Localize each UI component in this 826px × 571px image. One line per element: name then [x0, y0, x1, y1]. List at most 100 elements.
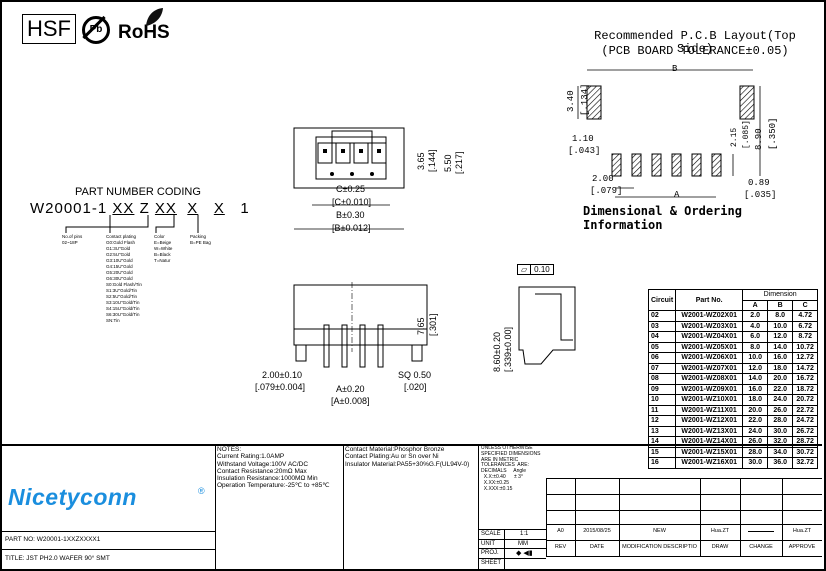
- part-no-cell: W2001-WZ09X01: [675, 383, 744, 395]
- pad-right: [739, 85, 755, 120]
- front-h2: 5.50: [443, 154, 453, 172]
- material-line: Contact Plating:Au or Sn over Ni: [345, 453, 439, 461]
- flatness-icon: ▱: [518, 265, 532, 274]
- part-no-cell: W2001-WZ02X01: [675, 310, 744, 322]
- part-no-cell: W2001-WZ04X01: [675, 331, 744, 343]
- flatness-value: 0.10: [534, 265, 550, 274]
- date-value: 2015/08/25: [583, 528, 611, 534]
- dim-c-cell: 8.72: [792, 331, 819, 343]
- rev-col-3: [619, 478, 620, 556]
- code-prefix: W20001-1: [30, 200, 108, 217]
- dim-a-cell: 30.0: [742, 457, 769, 469]
- dim-pitch-in: [.079]: [590, 186, 623, 196]
- front-view-drawing: [293, 127, 405, 230]
- proj-row: [478, 548, 546, 549]
- code-color: X: [187, 200, 199, 217]
- part-no-cell: W2001-WZ08X01: [675, 373, 744, 385]
- dim-b-cell: 8.0: [767, 310, 794, 322]
- proj-label: PROJ.: [481, 550, 499, 556]
- front-h1: 3.65: [416, 152, 426, 170]
- note-line: Current Rating:1.0AMP: [217, 453, 285, 461]
- code-plating: XX: [154, 200, 177, 217]
- rev-row-1: [546, 478, 822, 479]
- rev-row-3: [546, 510, 822, 511]
- notes-divider: [215, 444, 216, 569]
- circuit-cell: 05: [647, 341, 677, 353]
- part-no-cell: W2001-WZ16X01: [675, 457, 744, 469]
- pb-label: Pb: [89, 24, 103, 35]
- color-option: E=Beige: [154, 240, 172, 245]
- part-no-cell: W2001-WZ03X01: [675, 320, 744, 332]
- desc-header: MODIFICATION DESCRIPTIO: [622, 544, 697, 550]
- nicetyconn-logo: Nicetyconn: [8, 484, 137, 510]
- dim-a-cell: 20.0: [742, 404, 769, 416]
- material-line: Contact Material:Phosphor Bronze: [345, 446, 445, 453]
- unit-label: UNIT: [481, 541, 495, 547]
- dim-b: B: [672, 64, 678, 74]
- dim-c-cell: 18.72: [792, 383, 819, 395]
- material-line: Insulator Material:PA55+30%G.F(UL94V-0): [345, 460, 470, 468]
- dim-pad-w-in: [.035]: [744, 190, 777, 200]
- packing-label: Packing: [190, 234, 207, 239]
- color-option: W=White: [154, 246, 173, 251]
- circuit-cell: 15: [647, 446, 677, 458]
- note-line: Withstand Voltage:100V AC/DC: [217, 460, 309, 468]
- dim-c-cell: 14.72: [792, 362, 819, 374]
- packing-legend: Packing B=PE Bag: [190, 234, 211, 246]
- circuit-cell: 03: [647, 320, 677, 332]
- plating-option: SN:Tin: [106, 318, 120, 323]
- circuit-cell: 16: [647, 457, 677, 469]
- dim-pad-h-in: [.134]: [580, 83, 590, 116]
- color-option: T=Natur: [154, 258, 171, 263]
- dim-c-cell: 24.72: [792, 415, 819, 427]
- rev-value: A0: [557, 528, 564, 534]
- plating-option: S3:10U"Gold/Tin: [106, 300, 140, 305]
- front-b-tol-in: [B±0.012]: [332, 223, 371, 233]
- part-no-cell: W2001-WZ07X01: [675, 362, 744, 374]
- tolerance-line: X.XXX:±0.15: [481, 485, 513, 492]
- code-suffix: 1: [240, 200, 250, 217]
- dim-a: A: [674, 190, 680, 200]
- part-no-cell: W2001-WZ11X01: [675, 404, 744, 416]
- dim-a-cell: 18.0: [742, 394, 769, 406]
- rev-header: REV: [554, 544, 567, 550]
- dim-small-h-in: [.085]: [742, 120, 751, 149]
- circuit-cell: 09: [647, 383, 677, 395]
- rev-col-1: [546, 478, 547, 556]
- hsf-mark: HSF: [22, 14, 76, 44]
- note-line: Insulation Resistance:1000MΩ Min: [217, 475, 318, 483]
- flatness-box: ▱ 0.10: [517, 264, 554, 275]
- header-dimension: Dimension: [742, 289, 819, 301]
- pcb-layout-drawing: [577, 69, 761, 198]
- circuit-cell: 02: [647, 310, 677, 322]
- dim-a-cell: 4.0: [742, 320, 769, 332]
- dim-a-cell: 8.0: [742, 341, 769, 353]
- rev-col-4: [700, 478, 701, 556]
- tolerance-line: SPECIFIED DIMENSIONS: [481, 450, 541, 457]
- plating-label: Contact plating: [106, 234, 137, 239]
- pins-range: 02~18P: [62, 240, 78, 245]
- sheet-label: SHEET: [481, 560, 502, 566]
- side-height: 7.65: [416, 317, 426, 335]
- dim-c-cell: 20.72: [792, 394, 819, 406]
- dim-c-cell: 4.72: [792, 310, 819, 322]
- dim-total-h: 8.90: [754, 128, 764, 150]
- dim-b-cell: 22.0: [767, 383, 794, 395]
- rev-col-5: [740, 478, 741, 556]
- dim-b-cell: 14.0: [767, 341, 794, 353]
- plating-option: S2:5U"Gold/Tin: [106, 294, 137, 299]
- plating-option: S1:3U"Gold/Tin: [106, 288, 137, 293]
- end-height-in: [.339±0.00]: [503, 327, 513, 372]
- part-no: PART NO: W20001-1XXZXXXX1: [5, 536, 101, 543]
- plating-option: G4:15U"Gold: [106, 264, 133, 269]
- rev-row-5: [546, 540, 822, 541]
- dim-c-cell: 32.72: [792, 457, 819, 469]
- dim-c-cell: 10.72: [792, 341, 819, 353]
